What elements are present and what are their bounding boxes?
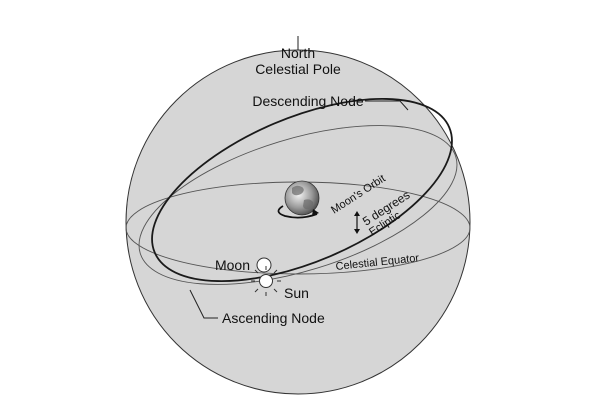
earth-icon <box>284 180 320 216</box>
ascending-node-leader <box>189 289 218 319</box>
north-pole-label-line1: North <box>281 45 315 61</box>
north-pole-label-line2: Celestial Pole <box>255 61 341 77</box>
rotation-arrow-icon <box>277 205 319 219</box>
ascending-node-label: Ascending Node <box>222 310 325 326</box>
ecliptic-line <box>138 125 458 285</box>
moon-label: Moon <box>215 257 250 273</box>
sun-label: Sun <box>284 285 309 301</box>
moon-icon <box>256 257 272 273</box>
double-arrow-icon <box>354 211 360 234</box>
descending-node-label: Descending Node <box>252 93 364 109</box>
descending-node-leader <box>365 100 409 111</box>
sun-icon <box>251 266 281 296</box>
moons-orbit-line <box>151 97 453 283</box>
